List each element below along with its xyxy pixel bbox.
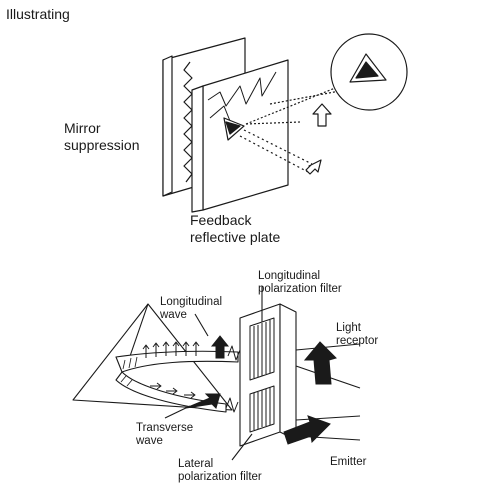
diag-arrow-outline: [305, 159, 322, 175]
longitudinal-wave-label: Longitudinal wave: [160, 296, 223, 322]
lateral-filter: [249, 385, 275, 433]
transverse-wave-label: Transverse wave: [136, 422, 194, 448]
longitudinal-arrows: [142, 341, 200, 358]
zigzag-edge: [183, 61, 193, 183]
plate-pattern: [207, 71, 277, 107]
filter-block-side: [279, 303, 297, 441]
black-arrow-flat: [185, 393, 221, 409]
light-receptor-arrow: [303, 341, 337, 385]
light-receptor-label: Light receptor: [336, 322, 379, 348]
up-arrow-outline: [312, 103, 332, 127]
page-title: Illustrating: [6, 6, 70, 22]
longitudinal-filter-label: Longitudinal polarization filter: [258, 270, 342, 296]
back-plate-side: [162, 55, 173, 197]
feedback-plate-label: Feedback reflective plate: [190, 212, 281, 245]
emitter-label: Emitter: [330, 456, 367, 468]
lateral-filter-label: Lateral polarization filter: [178, 458, 262, 484]
front-plate-side: [191, 85, 204, 213]
longitudinal-filter: [249, 317, 275, 381]
emitter-arrow: [283, 415, 331, 445]
black-arrow-small: [210, 335, 230, 359]
beam-to-lens: [245, 85, 341, 125]
mirror-suppression-label: Mirror suppression: [64, 120, 140, 153]
